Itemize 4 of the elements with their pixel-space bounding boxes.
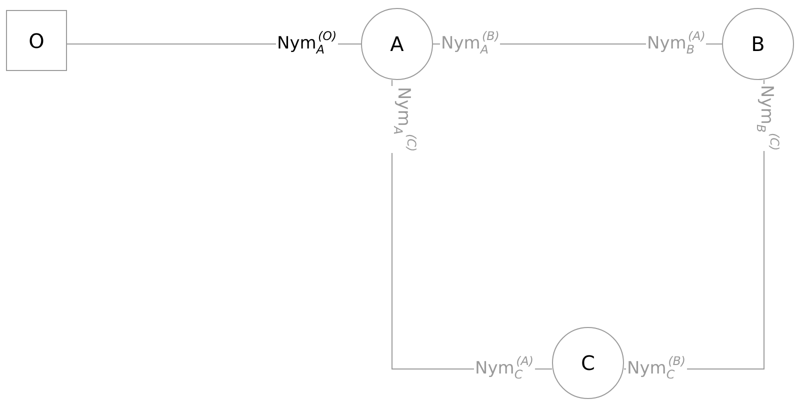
node-circle: C [552,327,624,399]
node-box: O [6,10,67,71]
node-circle: B [722,8,794,80]
node-circle: A [361,8,433,80]
